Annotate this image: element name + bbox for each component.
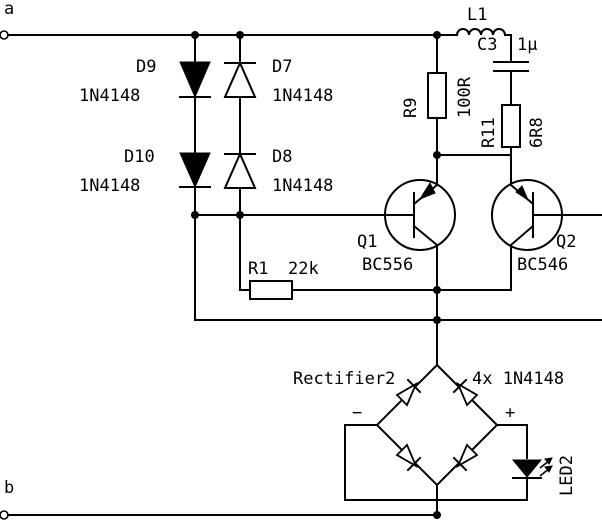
- d10-ref-label: D10: [124, 147, 155, 167]
- rectifier-plus-label: +: [505, 403, 515, 423]
- l1-ref-label: L1: [467, 5, 487, 25]
- rectifier-ref-label: Rectifier2: [293, 369, 395, 389]
- junction-dot: [433, 151, 441, 159]
- r9-ref-label: R9: [401, 98, 421, 118]
- wire-bridge-plus: [496, 424, 528, 501]
- rectifier-value-label: 4x 1N4148: [472, 369, 564, 389]
- led-led2: [511, 457, 553, 479]
- junction-dot: [236, 211, 244, 219]
- junction-dot: [433, 286, 441, 294]
- d7-ref-label: D7: [272, 57, 292, 77]
- led2-ref-label: LED2: [557, 455, 577, 496]
- junction-dot: [236, 31, 244, 39]
- junction-dot: [433, 31, 441, 39]
- d9-ref-label: D9: [136, 57, 156, 77]
- terminal-a-label: a: [4, 0, 14, 19]
- wire-base-line: [194, 214, 602, 321]
- c3-value-label: 1µ: [517, 35, 537, 55]
- r9-value-label: 100R: [455, 76, 475, 118]
- inductor-l1: [455, 28, 512, 63]
- diode-d8: [223, 151, 257, 189]
- terminal-b[interactable]: b: [0, 478, 14, 520]
- transistor-q1: [384, 179, 456, 291]
- q2-value-label: BC546: [517, 255, 568, 275]
- r11-ref-label: R11: [479, 117, 499, 148]
- q1-value-label: BC556: [362, 255, 413, 275]
- junction-dot: [191, 31, 199, 39]
- resistor-r9: [427, 34, 447, 186]
- r1-value-label: 22k: [288, 259, 319, 279]
- junction-dot: [433, 316, 441, 324]
- diode-d9: [179, 61, 211, 99]
- r1-ref-label: R1: [248, 259, 268, 279]
- transistor-q2: [436, 179, 563, 291]
- d8-value-label: 1N4148: [272, 176, 333, 196]
- diode-d10: [179, 152, 211, 189]
- d10-value-label: 1N4148: [79, 176, 140, 196]
- q1-ref-label: Q1: [357, 232, 377, 252]
- d8-ref-label: D8: [272, 147, 292, 167]
- capacitor-c3: [493, 61, 529, 106]
- terminal-b-label: b: [4, 478, 14, 498]
- junction-dot: [191, 211, 199, 219]
- r11-value-label: 6R8: [527, 117, 547, 148]
- c3-ref-label: C3: [477, 35, 497, 55]
- terminal-a[interactable]: a: [0, 0, 14, 40]
- resistor-r11: [501, 104, 521, 186]
- q2-ref-label: Q2: [556, 232, 576, 252]
- resistor-r1: [249, 280, 438, 300]
- junction-dot: [433, 511, 441, 519]
- diode-d7: [223, 60, 257, 98]
- wire-diode-column-right: [239, 34, 251, 291]
- d9-value-label: 1N4148: [79, 86, 140, 106]
- d7-value-label: 1N4148: [272, 86, 333, 106]
- rectifier-minus-label: −: [352, 403, 362, 423]
- bridge-rectifier: [375, 363, 499, 487]
- junction-dots: [191, 31, 441, 519]
